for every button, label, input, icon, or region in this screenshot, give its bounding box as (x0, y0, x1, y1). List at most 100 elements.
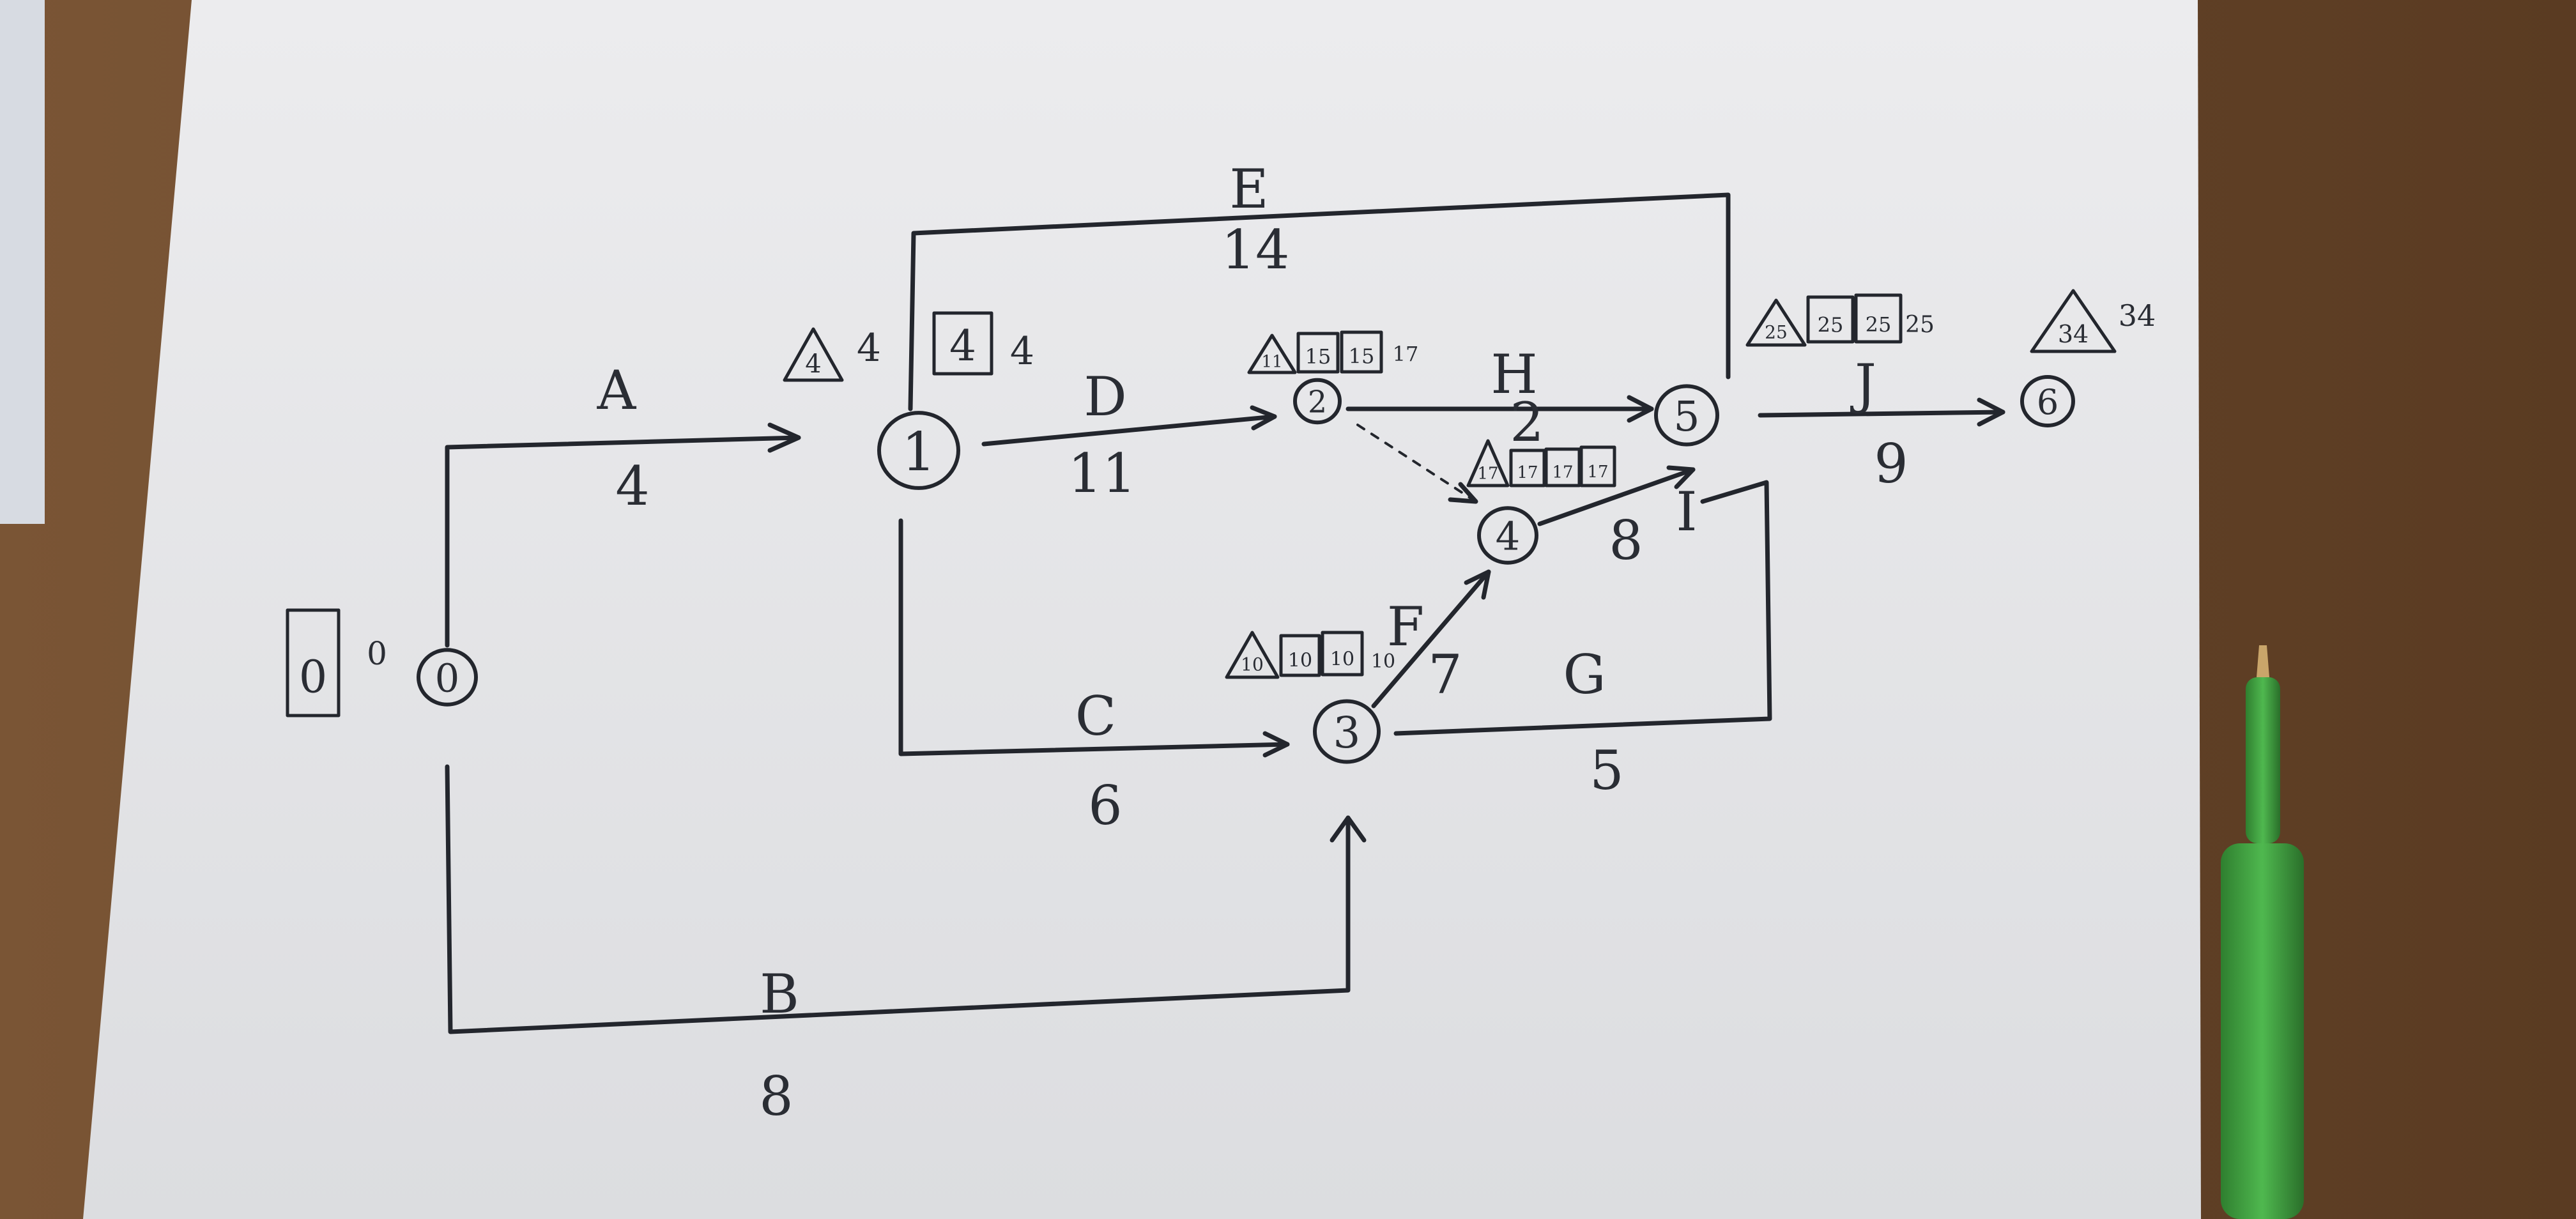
box-value: 15 (1305, 344, 1331, 369)
triangle-value: 34 (2058, 320, 2089, 348)
box-value: 15 (1349, 344, 1375, 368)
node-number: 5 (1673, 393, 1699, 441)
triangle-outline (783, 327, 844, 382)
node-number: 0 (435, 657, 460, 702)
edge-line (1356, 424, 1477, 503)
arrowhead-icon (1464, 569, 1491, 600)
arrowhead-icon (767, 422, 801, 453)
node5-box2: 25 (1854, 293, 1903, 344)
activity-duration-j: 9 (1874, 433, 1908, 495)
node-number: 3 (1333, 707, 1361, 758)
activity-label-h: H (1491, 343, 1537, 406)
arrowhead-icon (1448, 482, 1478, 504)
edge-line (1393, 480, 1772, 736)
triangle-value: 11 (1261, 352, 1282, 371)
box-value: 17 (1587, 463, 1608, 482)
box-outline (1321, 631, 1364, 677)
edge-d (981, 405, 1277, 447)
node6-triangle: 34 (2030, 289, 2117, 353)
activity-label-e: E (1229, 158, 1268, 220)
arrowhead-icon (1262, 731, 1290, 758)
activity-duration-e: 14 (1222, 218, 1290, 281)
arrowhead-icon (1330, 815, 1367, 843)
activity-label-g: G (1563, 643, 1606, 706)
node2-value: 17 (1393, 342, 1419, 366)
box-outline (1279, 634, 1321, 677)
node4-box2: 17 (1544, 447, 1581, 487)
box-outline (1579, 445, 1616, 487)
activity-duration-c: 6 (1088, 774, 1122, 837)
edge-h (1346, 395, 1654, 423)
node2-triangle: 11 (1247, 334, 1297, 374)
triangle-outline (2030, 289, 2117, 353)
node1-tri-value: 4 (857, 326, 881, 371)
node1-box-value: 4 (1010, 329, 1034, 374)
box-outline (1544, 447, 1581, 487)
box-value: 25 (1818, 313, 1844, 337)
box-value: 17 (1517, 463, 1538, 482)
activity-duration-h: 2 (1510, 391, 1544, 454)
edge-line (898, 518, 1290, 756)
node-circle (1477, 506, 1538, 565)
node4-triangle: 17 (1466, 439, 1510, 487)
node0-es-box: 0 (286, 608, 341, 717)
arrowhead-icon (1977, 397, 2005, 427)
triangle-value: 17 (1477, 464, 1498, 484)
triangle-outline (1466, 439, 1510, 487)
activity-label-d: D (1084, 365, 1126, 428)
activity-duration-g: 5 (1590, 739, 1623, 802)
node3-triangle: 10 (1225, 631, 1280, 679)
node-number: 6 (2037, 382, 2058, 422)
edge-line (1758, 410, 2005, 418)
edge-g (1393, 480, 1772, 736)
green-pen (2221, 645, 2304, 1219)
triangle-value: 25 (1765, 322, 1788, 343)
activity-label-f: F (1387, 595, 1424, 658)
activity-label-c: C (1075, 685, 1116, 747)
node5-box1: 25 (1806, 295, 1855, 344)
node-circle (877, 411, 960, 490)
edge-a (445, 422, 801, 648)
node5-triangle: 25 (1745, 298, 1807, 347)
box-value: 10 (1330, 648, 1354, 670)
node4-box3: 17 (1579, 445, 1616, 487)
left-sheet (0, 0, 45, 524)
edges-layer (445, 192, 2005, 1034)
activity-duration-b: 8 (759, 1065, 793, 1128)
edge-line (1537, 467, 1696, 526)
node-circle (1313, 699, 1381, 764)
node3-value: 10 (1371, 650, 1395, 673)
box-outline (1854, 293, 1903, 344)
arrowhead-icon (1250, 405, 1277, 431)
node1-box: 4 (932, 311, 993, 376)
box-outline (286, 608, 341, 717)
activity-duration-a: 4 (615, 455, 649, 518)
box-value: 10 (1288, 649, 1312, 671)
edge-line (981, 414, 1277, 447)
activity-label-a: A (597, 359, 637, 422)
box-outline (932, 311, 993, 376)
arrowhead-icon (1627, 395, 1654, 423)
node4-box1: 17 (1509, 448, 1546, 487)
node-circle (1293, 378, 1342, 425)
triangle-value: 4 (805, 349, 821, 379)
box-outline (1296, 332, 1340, 374)
box-outline (1340, 330, 1383, 374)
edge-line (1371, 569, 1491, 709)
event-node-2: 2 (1293, 378, 1342, 425)
activity-label-i: I (1676, 480, 1697, 543)
edge-line (445, 764, 1351, 1034)
edge-line (908, 192, 1731, 411)
event-node-3: 3 (1313, 699, 1381, 764)
edge-b (445, 764, 1367, 1034)
node3-box2: 10 (1321, 631, 1364, 677)
edge-e (908, 192, 1731, 411)
node3-box1: 10 (1279, 634, 1321, 677)
arrowhead-icon (1666, 465, 1696, 489)
node-circle (2020, 375, 2075, 427)
box-value: 0 (299, 651, 328, 703)
activity-duration-i: 8 (1609, 509, 1643, 572)
paper-sheet (83, 0, 2201, 1219)
node-circle (417, 648, 478, 707)
